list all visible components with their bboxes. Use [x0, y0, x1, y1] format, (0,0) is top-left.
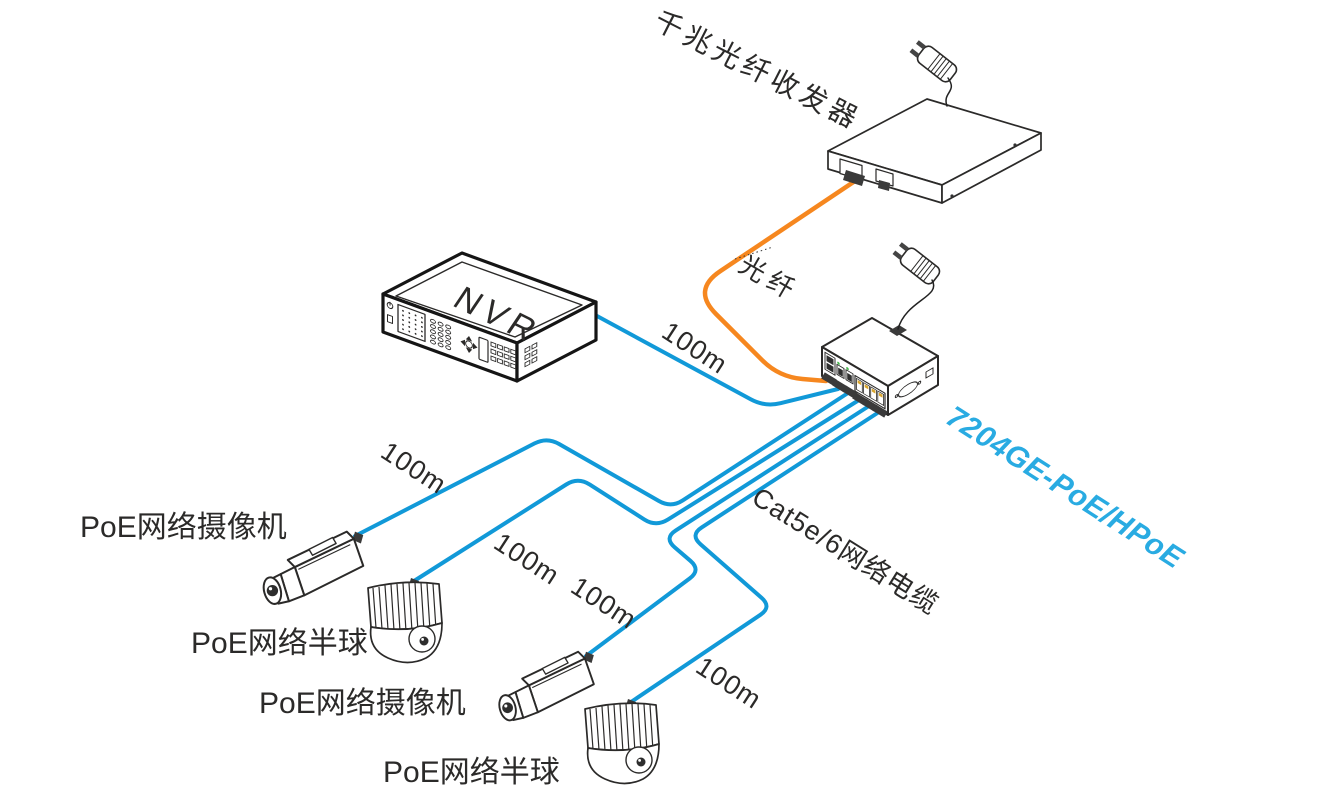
- camera4-label: PoE网络半球: [383, 756, 560, 789]
- cable-nvr-to-switch: [571, 301, 840, 407]
- switch-side: [887, 355, 939, 416]
- poe-switch-device: [821, 317, 939, 416]
- transceiver-side: [941, 132, 1042, 204]
- port-plug: [878, 180, 890, 191]
- fiber-connector-tab: [843, 170, 865, 186]
- camera3-label: PoE网络摄像机: [259, 687, 466, 720]
- cable-fiber-optic: [702, 178, 858, 384]
- cable-switch-to-bullet1: [353, 391, 850, 538]
- dome-camera-2: [584, 698, 660, 785]
- switch-power-cord: [897, 279, 935, 330]
- led-green: [846, 367, 849, 371]
- nvr-slot: [478, 336, 489, 363]
- uplink-port: [845, 369, 854, 385]
- camera2-label: PoE网络半球: [191, 627, 368, 660]
- switch-side-details: [894, 367, 934, 399]
- cables-layer: [353, 178, 881, 704]
- usb-icon: [387, 314, 393, 325]
- cable-switch-to-dome1: [412, 398, 861, 583]
- nvr-arrow-pad: [460, 335, 478, 353]
- nvr-keypad: [490, 341, 517, 370]
- transceiver-power-cord: [945, 77, 953, 107]
- console-connector: [898, 381, 918, 398]
- nvr-front-details: [386, 301, 517, 370]
- led-green: [837, 361, 840, 365]
- sfp-cage: [824, 351, 836, 376]
- cable-switch-to-bullet2: [584, 404, 871, 658]
- nvr-buttons: [430, 318, 452, 351]
- camera1-label: PoE网络摄像机: [80, 511, 287, 544]
- uplink-port: [836, 363, 845, 380]
- dome-camera-1: [367, 577, 443, 664]
- fiber-transceiver-device: [827, 98, 1042, 204]
- dc-jack: [925, 367, 934, 379]
- switch-front-ports: [824, 351, 886, 410]
- cable-switch-to-dome2: [629, 410, 881, 704]
- cable-connector-tab: [872, 404, 888, 418]
- cable-connector-tab: [821, 372, 837, 386]
- nvr-vent-panel: [397, 303, 426, 343]
- switch-power-socket: [889, 325, 907, 336]
- nvr-device: [381, 251, 598, 383]
- nvr-side: [515, 300, 598, 383]
- rj45-port-block: [854, 374, 886, 410]
- switch-cable-connectors: [821, 372, 888, 418]
- cable-connector-tab: [842, 385, 858, 399]
- nvr-side-details: [524, 342, 538, 368]
